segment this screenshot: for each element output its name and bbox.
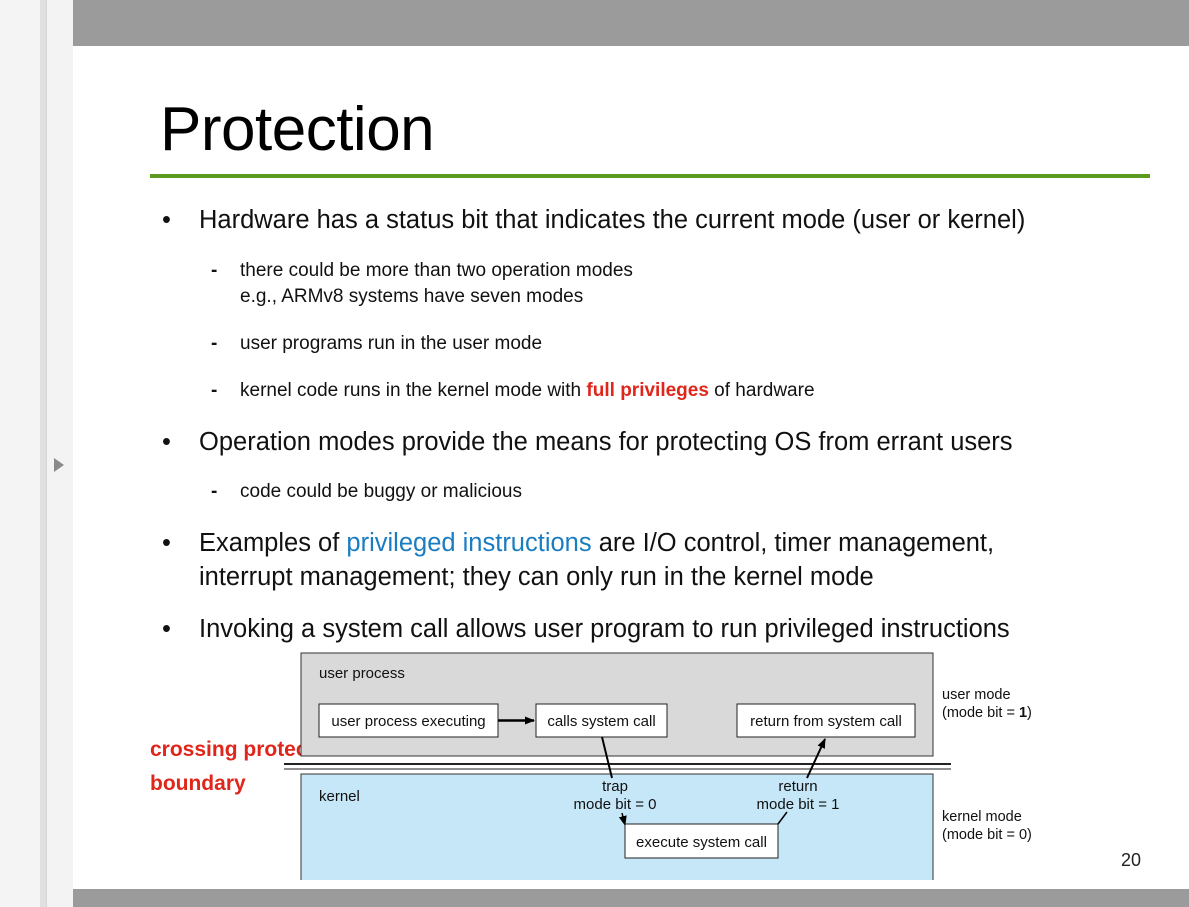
subbullet-text-after: of hardware: [708, 380, 815, 401]
slide-top-bar: [73, 0, 1189, 46]
title-underline: [150, 174, 1150, 178]
bullet-privileged-instructions: • Examples of privileged instructions ar…: [162, 526, 995, 594]
return-mode-bit-label: mode bit = 1: [757, 796, 840, 813]
user-process-label: user process: [319, 665, 405, 682]
left-sidebar: [0, 0, 47, 907]
bullet-text: Invoking a system call allows user progr…: [199, 615, 1010, 643]
highlight-full-privileges: full privileges: [586, 380, 709, 401]
user-mode-label: user mode: [942, 687, 1011, 703]
slide: Protection • Hardware has a status bit t…: [73, 0, 1189, 907]
box-user-process-executing: [318, 703, 499, 738]
subbullet-text: user programs run in the user mode: [240, 333, 543, 354]
box-calls-system-call-label: calls system call: [547, 713, 655, 730]
box-return-from-system-call: [736, 703, 916, 738]
dash-icon: -: [211, 333, 218, 354]
bullet-text-line-2: interrupt management; they can only run …: [199, 563, 874, 591]
subbullet-line-2: e.g., ARMv8 systems have seven modes: [240, 286, 584, 307]
kernel-mode-bit-label: (mode bit = 0): [942, 827, 1032, 843]
trap-mode-bit-label: mode bit = 0: [574, 796, 657, 813]
subbullet-kernel-code: - kernel code runs in the kernel mode wi…: [211, 378, 815, 404]
dash-icon: -: [211, 481, 218, 502]
bullet-dot-icon: •: [162, 428, 171, 456]
arrow-trap: [601, 736, 613, 779]
box-execute-system-call-label: execute system call: [636, 834, 767, 851]
arrow-execute-to-return: [777, 811, 788, 825]
sidebar-shadow: [40, 0, 46, 907]
subbullet-buggy-code: - code could be buggy or malicious: [211, 479, 523, 505]
bullet-mode-status-bit: • Hardware has a status bit that indicat…: [162, 203, 1026, 237]
arrow-trap-to-execute: [618, 812, 627, 826]
subbullet-text: code could be buggy or malicious: [240, 481, 523, 502]
bullet-operation-modes: • Operation modes provide the means for …: [162, 425, 1013, 459]
kernel-mode-label: kernel mode: [942, 809, 1022, 825]
bullet-dot-icon: •: [162, 206, 171, 234]
kernel-area: [300, 773, 934, 880]
bullet-text: Operation modes provide the means for pr…: [199, 428, 1013, 456]
trap-label: trap: [602, 778, 628, 795]
bullet-system-call: • Invoking a system call allows user pro…: [162, 612, 1010, 646]
kernel-label: kernel: [319, 788, 360, 805]
bullet-dot-icon: •: [162, 529, 171, 557]
bullet-text-before: Examples of: [199, 529, 347, 557]
page-number: 20: [1121, 850, 1142, 870]
box-calls-system-call: [535, 703, 668, 738]
arrow-return: [806, 738, 826, 779]
bullet-dot-icon: •: [162, 615, 171, 643]
expand-sidebar-arrow-icon[interactable]: [54, 458, 64, 472]
bullet-text-after: are I/O control, timer management,: [591, 529, 995, 557]
subbullet-line-1: there could be more than two operation m…: [240, 260, 633, 281]
dash-icon: -: [211, 260, 218, 281]
subbullet-user-programs: - user programs run in the user mode: [211, 331, 543, 357]
slide-bottom-bar: [73, 889, 1189, 907]
return-label: return: [778, 778, 817, 795]
box-execute-system-call: [624, 823, 779, 859]
dash-icon: -: [211, 380, 218, 401]
subbullet-text-before: kernel code runs in the kernel mode with: [240, 380, 587, 401]
crossing-boundary-label: crossing protection boundary: [150, 738, 347, 795]
bullet-text: Hardware has a status bit that indicates…: [199, 206, 1026, 234]
user-mode-bit-label: (mode bit = 1): [942, 705, 1032, 721]
box-return-from-system-call-label: return from system call: [750, 713, 902, 730]
slide-title: Protection: [160, 95, 435, 164]
subbullet-more-modes: - there could be more than two operation…: [211, 258, 633, 310]
highlight-privileged-instructions: privileged instructions: [346, 529, 592, 557]
box-user-process-executing-label: user process executing: [331, 713, 485, 730]
mode-transition-diagram: user process kernel user process executi…: [284, 652, 1032, 880]
